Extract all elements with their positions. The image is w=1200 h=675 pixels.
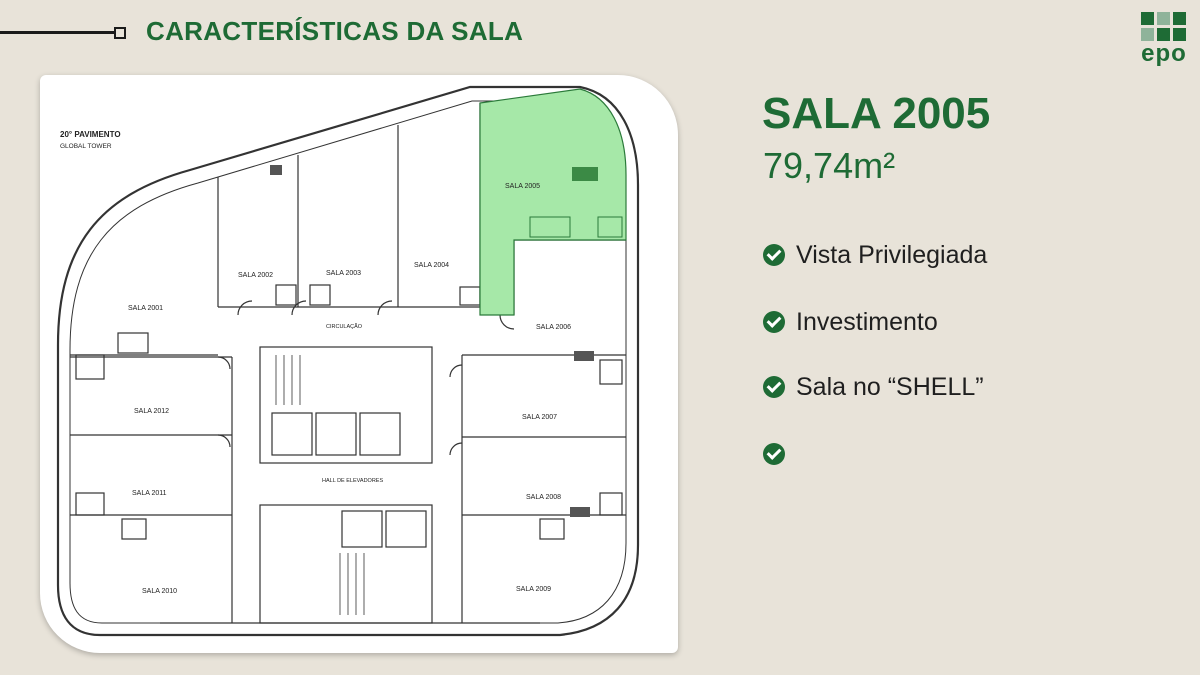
feature-item (763, 440, 796, 468)
feature-item: Investimento (763, 308, 938, 336)
feature-item: Sala no “SHELL” (763, 373, 984, 401)
feature-item: Vista Privilegiada (763, 241, 987, 269)
plan-hall-label: HALL DE ELEVADORES (322, 478, 383, 484)
check-circle-icon (763, 376, 785, 398)
plan-floor-title: 20° PAVIMENTO (60, 130, 121, 139)
feature-label: Sala no “SHELL” (796, 372, 984, 401)
plan-room-2005: SALA 2005 (505, 183, 540, 190)
epo-logo-grid-icon (1141, 12, 1187, 42)
plan-room-2008: SALA 2008 (526, 494, 561, 501)
plan-room-2012: SALA 2012 (134, 408, 169, 415)
floor-plan-drawing: 20° PAVIMENTO GLOBAL TOWER SALA 2001 SAL… (56, 85, 640, 637)
plan-room-2004: SALA 2004 (414, 262, 449, 269)
page-title: CARACTERÍSTICAS DA SALA (146, 16, 524, 46)
check-circle-icon (763, 311, 785, 333)
plan-building-name: GLOBAL TOWER (60, 143, 112, 150)
check-circle-icon (763, 244, 785, 266)
plan-room-2010: SALA 2010 (142, 588, 177, 595)
plan-room-2002: SALA 2002 (238, 272, 273, 279)
plan-room-2011: SALA 2011 (132, 490, 167, 497)
room-area: 79,74m² (763, 145, 896, 186)
feature-label: Vista Privilegiada (796, 240, 988, 269)
epo-logo-text: epo (1141, 40, 1187, 67)
feature-label: Investimento (796, 307, 938, 336)
epo-logo: epo (1138, 12, 1190, 68)
floor-plan: 20° PAVIMENTO GLOBAL TOWER SALA 2001 SAL… (40, 75, 678, 653)
check-circle-icon (763, 443, 785, 465)
header-rule (0, 31, 116, 34)
plan-circulation-label: CIRCULAÇÃO (326, 323, 363, 330)
plan-room-2007: SALA 2007 (522, 414, 557, 421)
header-rule-marker (114, 27, 126, 39)
plan-room-2001: SALA 2001 (128, 305, 163, 312)
plan-room-2006: SALA 2006 (536, 324, 571, 331)
room-name: SALA 2005 (762, 89, 991, 138)
plan-room-2003: SALA 2003 (326, 270, 361, 277)
plan-room-2009: SALA 2009 (516, 586, 551, 593)
